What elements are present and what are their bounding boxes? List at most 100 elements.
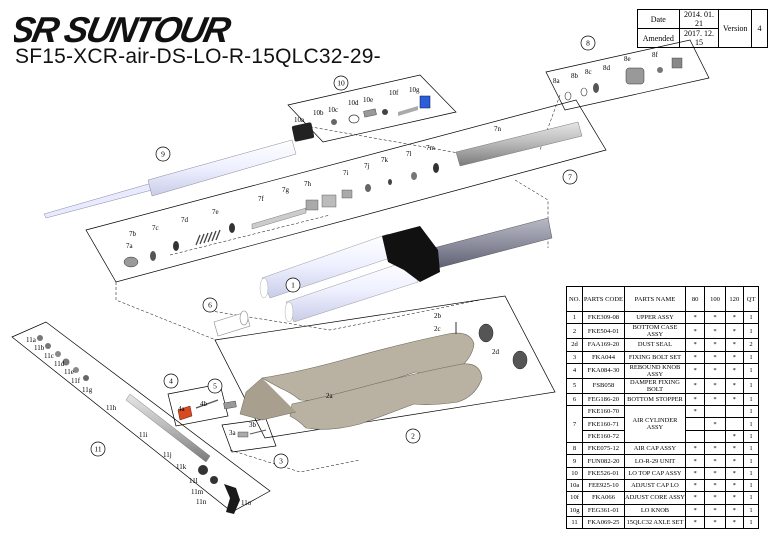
fit-120: * <box>724 310 744 325</box>
part-qty: 1 <box>742 310 760 325</box>
bottom-stopper-part <box>213 310 251 337</box>
part-no: 4 <box>565 362 584 379</box>
col-header: QT <box>742 286 760 312</box>
part-qty: 1 <box>742 515 760 530</box>
callout-label: 5 <box>213 382 217 391</box>
callout-circle <box>163 373 179 389</box>
sub-part-label: 7j <box>364 162 370 170</box>
part-no: 5 <box>565 377 584 394</box>
explode-line <box>115 282 217 341</box>
fit-80: * <box>685 392 706 407</box>
fit-100: * <box>704 377 726 394</box>
amended-value: 2017. 12. 15 <box>678 28 720 48</box>
sub-part-label: 10c <box>328 106 338 114</box>
fit-100: * <box>704 417 726 431</box>
sub-part-label: 11e <box>64 368 74 376</box>
sub-part-label: 7a <box>126 242 134 250</box>
sub-part-label: 11n <box>196 498 207 506</box>
fit-120: * <box>724 503 744 517</box>
sub-part-label: 11i <box>139 431 148 439</box>
part-no: 7 <box>565 405 584 444</box>
fit-80: * <box>685 491 706 505</box>
fit-120 <box>724 417 744 431</box>
part-code: FSB058 <box>582 377 625 394</box>
frame-group-3 <box>221 418 277 453</box>
fit-120: * <box>724 491 744 505</box>
sub-part-label: 2c <box>434 325 441 333</box>
part-no: 2d <box>565 338 584 352</box>
fit-100: * <box>704 478 726 493</box>
part-no: 11 <box>565 515 584 530</box>
part-name: LO KNOB <box>623 503 687 517</box>
frame-group-4 <box>167 383 229 427</box>
sub-part-label: 2b <box>434 312 442 320</box>
part-name: DAMPER FIXING BOLT <box>623 377 687 394</box>
sub-part-label: 8e <box>624 55 631 63</box>
callout-4: 4 <box>163 373 179 389</box>
part-qty: 1 <box>742 478 760 493</box>
fit-120: * <box>724 377 744 394</box>
part-code: FKA066 <box>582 491 625 505</box>
fit-80: * <box>685 350 706 364</box>
callout-circle <box>333 75 349 91</box>
sub-part-label: 7n <box>494 125 502 133</box>
part-qty: 1 <box>742 323 760 340</box>
callout-circle <box>273 453 289 469</box>
frame-group-7 <box>85 99 607 283</box>
rebound-knob-part <box>177 399 219 421</box>
fit-120: * <box>724 392 744 407</box>
callout-circle <box>155 146 171 162</box>
fit-80 <box>685 429 706 444</box>
part-qty: 1 <box>742 454 760 468</box>
sub-part-label: 7d <box>181 216 189 224</box>
parts-table-header: NO. PARTS CODE PARTS NAME 80 100 120 QT <box>565 286 760 312</box>
fit-80: * <box>685 362 706 379</box>
fit-100 <box>704 429 726 444</box>
callout-3: 3 <box>273 453 289 469</box>
part-qty: 1 <box>742 491 760 505</box>
col-header: PARTS CODE <box>582 286 625 312</box>
sub-part-label: 10b <box>313 109 324 117</box>
callout-label: 7 <box>568 173 572 182</box>
doc-info-table: Date 2014. 01. 21 Version 4 Amended 2017… <box>637 9 768 48</box>
fit-80: * <box>685 405 706 419</box>
fit-100: * <box>704 503 726 517</box>
part-name: DUST SEAL <box>623 338 687 352</box>
callout-label: 6 <box>208 301 212 310</box>
part-code: FKA084-30 <box>582 362 625 379</box>
callout-label: 3 <box>279 457 283 466</box>
sub-part-label: 2a <box>326 392 334 400</box>
fit-80: * <box>685 466 706 480</box>
part-code: FUN082-20 <box>582 454 625 468</box>
version-label: Version <box>718 9 753 48</box>
part-name: 15QLC32 AXLE SET <box>623 515 687 530</box>
air-cylinder-parts <box>123 121 583 268</box>
part-code: FKE504-01 <box>582 323 625 340</box>
sub-part-label: 7k <box>381 156 389 164</box>
part-code: FEG361-01 <box>582 503 625 517</box>
part-qty: 1 <box>742 417 760 431</box>
fit-80: * <box>685 478 706 493</box>
sub-part-label: 10e <box>363 96 373 104</box>
sub-part-label: 11f <box>71 377 81 385</box>
part-qty: 1 <box>742 362 760 379</box>
sub-part-label: 4b <box>200 400 208 408</box>
sub-part-label: 7i <box>343 169 349 177</box>
callout-8: 8 <box>580 35 596 51</box>
part-name: BOTTOM STOPPER <box>623 392 687 407</box>
sub-part-label: 11k <box>176 463 187 471</box>
callout-1: 1 <box>285 277 301 293</box>
part-name: AIR CAP ASSY <box>623 442 687 456</box>
part-code: FKE160-72 <box>582 429 625 444</box>
part-qty: 2 <box>742 338 760 352</box>
callout-circle <box>90 441 106 457</box>
fit-120: * <box>724 338 744 352</box>
